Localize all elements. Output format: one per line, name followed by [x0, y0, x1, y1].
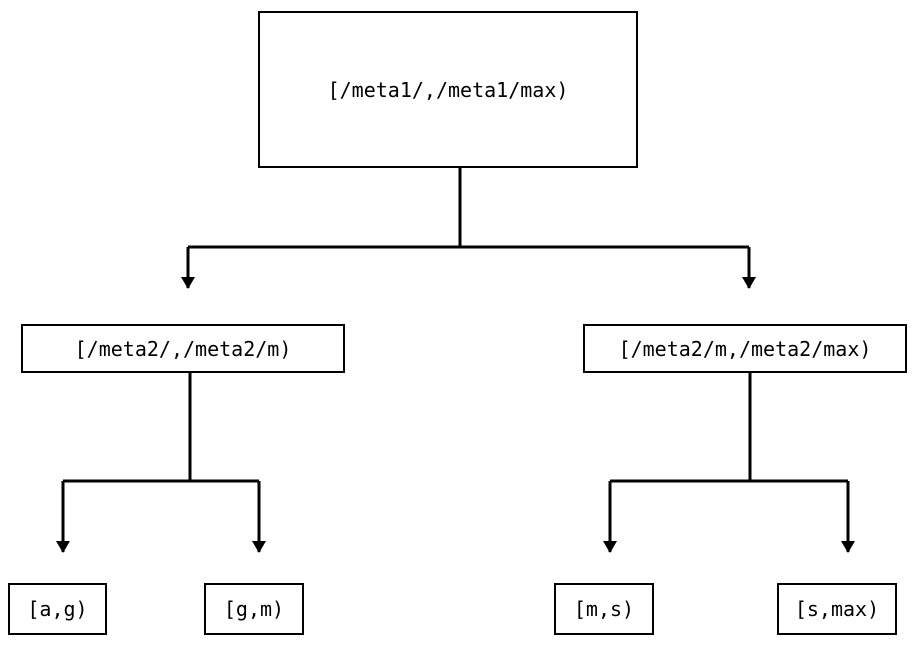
- tree-node-meta2-high[interactable]: [/meta2/m,/meta2/max): [583, 324, 907, 373]
- tree-node-meta2-low[interactable]: [/meta2/,/meta2/m): [21, 324, 345, 373]
- edge-meta2low-to-leaves: [56, 373, 266, 553]
- tree-node-leaf-ag[interactable]: [a,g): [8, 583, 107, 635]
- edge-meta2high-to-leaves: [603, 373, 855, 553]
- tree-node-leaf-gm-label: [g,m): [223, 597, 285, 621]
- tree-node-leaf-smax[interactable]: [s,max): [777, 583, 897, 635]
- tree-node-meta2-high-label: [/meta2/m,/meta2/max): [618, 336, 872, 361]
- tree-node-root[interactable]: [/meta1/,/meta1/max): [258, 11, 638, 168]
- edge-root-to-level1: [181, 168, 756, 289]
- tree-node-leaf-gm[interactable]: [g,m): [204, 583, 304, 635]
- tree-node-leaf-ms-label: [m,s): [573, 597, 635, 621]
- tree-node-leaf-smax-label: [s,max): [794, 597, 880, 621]
- tree-node-leaf-ms[interactable]: [m,s): [554, 583, 654, 635]
- tree-node-leaf-ag-label: [a,g): [27, 597, 88, 621]
- tree-node-root-label: [/meta1/,/meta1/max): [327, 77, 569, 102]
- tree-node-meta2-low-label: [/meta2/,/meta2/m): [74, 336, 292, 361]
